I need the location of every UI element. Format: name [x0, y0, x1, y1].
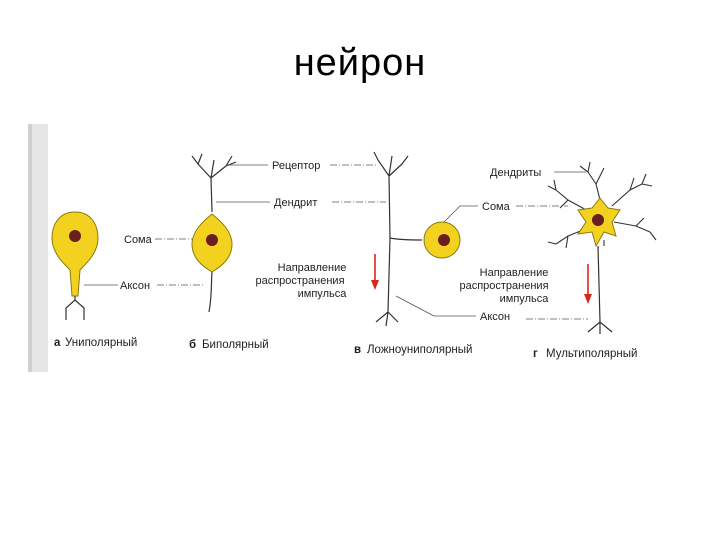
pseudounipolar-top-dendrites	[373, 151, 409, 239]
leader-axon-bottom-left	[395, 295, 435, 317]
caption-d-letter: г	[533, 348, 538, 360]
bipolar-neuron	[191, 153, 237, 313]
page-edge	[28, 124, 32, 372]
leader-soma-c-left	[443, 205, 461, 223]
slide-title: нейрон	[293, 42, 427, 84]
unipolar-axon-terminals	[65, 296, 85, 320]
direction-label-1: Направление распространения импульса	[255, 262, 347, 300]
direction-arrow-1	[371, 254, 379, 290]
pseudounipolar-nucleus	[438, 234, 450, 246]
caption-a-text: Униполярный	[65, 337, 137, 349]
page-edge-shadow	[28, 124, 48, 372]
pseudounipolar-process	[389, 237, 423, 241]
caption-c: в Ложноуниполярный	[354, 344, 472, 356]
label-soma-c: Сома	[482, 201, 511, 213]
label-soma-a: Сома	[124, 234, 153, 246]
direction-2-line-1: Направление	[480, 267, 549, 279]
multipolar-dendrites	[547, 161, 657, 249]
unipolar-neuron	[51, 211, 99, 320]
direction-2-line-3: импульса	[500, 293, 550, 305]
caption-c-text: Ложноуниполярный	[367, 344, 472, 356]
multipolar-axon	[587, 245, 613, 334]
label-dendrite: Дендрит	[274, 197, 317, 209]
caption-c-letter: в	[354, 344, 361, 356]
bipolar-axon	[208, 271, 213, 313]
unipolar-nucleus	[69, 230, 81, 242]
caption-b: б Биполярный	[189, 339, 269, 351]
label-axon-bottom: Аксон	[480, 311, 510, 323]
direction-arrow-2	[584, 264, 592, 304]
caption-d: г Мультиполярный	[533, 348, 637, 360]
bipolar-dendrite-tree	[191, 153, 237, 213]
direction-2-line-2: распространения	[459, 280, 548, 292]
bipolar-nucleus	[206, 234, 218, 246]
label-axon-a: Аксон	[120, 280, 150, 292]
caption-a-letter: а	[54, 337, 61, 349]
caption-b-text: Биполярный	[202, 339, 269, 351]
caption-b-letter: б	[189, 339, 196, 351]
direction-1-line-3: импульса	[298, 288, 348, 300]
direction-1-line-1: Направление	[278, 262, 347, 274]
multipolar-neuron	[547, 161, 657, 334]
pseudounipolar-axon	[375, 237, 399, 327]
unipolar-soma	[51, 211, 99, 297]
caption-a: а Униполярный	[54, 337, 137, 349]
multipolar-nucleus	[592, 214, 604, 226]
direction-label-2: Направление распространения импульса	[459, 267, 549, 305]
label-dendrites: Дендриты	[490, 167, 541, 179]
pseudounipolar-neuron	[373, 151, 461, 327]
label-receptor: Рецептор	[272, 160, 320, 172]
caption-d-text: Мультиполярный	[546, 348, 637, 360]
direction-1-line-2: распространения	[255, 275, 344, 287]
